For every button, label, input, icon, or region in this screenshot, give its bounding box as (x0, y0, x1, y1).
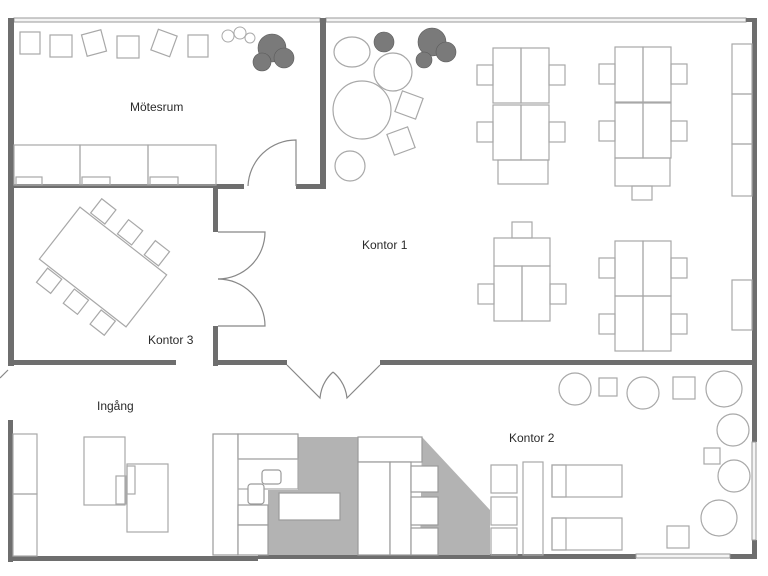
motesrum-counter (13, 144, 217, 186)
desk-cluster (476, 43, 753, 352)
lounge-furniture (332, 36, 424, 182)
bottom-window (635, 553, 731, 559)
motesrum-chairs (19, 28, 209, 59)
reception (12, 433, 169, 557)
doors (0, 139, 381, 400)
kitchen (212, 433, 490, 556)
room-label-motesrum: Mötesrum (130, 100, 184, 114)
room-label-kontor1: Kontor 1 (362, 238, 408, 252)
room-label-ingang: Ingång (97, 399, 134, 413)
walls (8, 18, 757, 562)
room-label-kontor3: Kontor 3 (148, 333, 194, 347)
kontor3-table (35, 197, 171, 337)
right-window (751, 441, 757, 541)
plants (221, 26, 457, 72)
kontor2-furniture (490, 370, 751, 556)
top-windows (13, 17, 747, 23)
room-label-kontor2: Kontor 2 (509, 431, 555, 445)
